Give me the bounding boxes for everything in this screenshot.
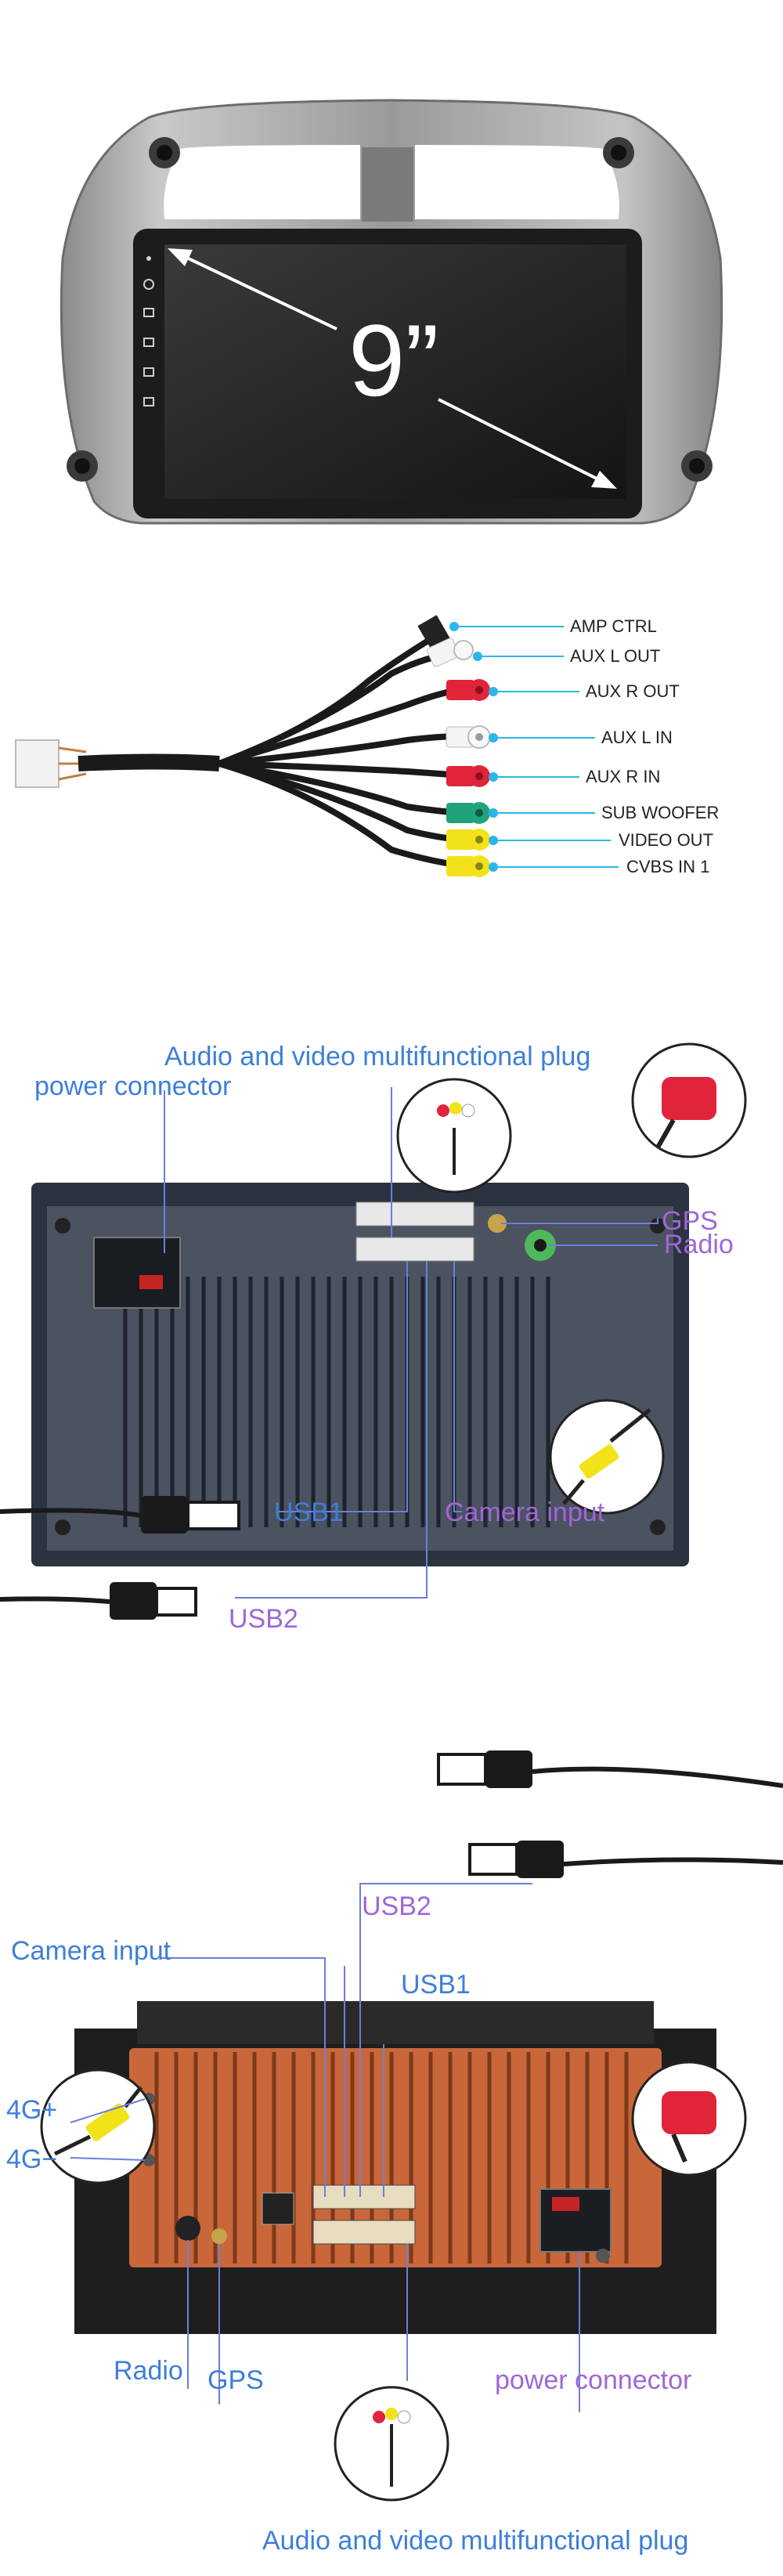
back1-radio-label: Radio bbox=[664, 1230, 734, 1259]
back2-usb2-label: USB2 bbox=[362, 1891, 431, 1921]
av-cable-section: AMP CTRL AUX L OUT AUX R OUT AUX L IN AU… bbox=[0, 595, 783, 924]
back2-4g-plus-label: 4G+ bbox=[6, 2095, 58, 2125]
back2-radio-label: Radio bbox=[114, 2356, 183, 2386]
cable-label-aux-r-out: AUX R OUT bbox=[586, 681, 680, 701]
cable-label-sub-woofer: SUB WOOFER bbox=[601, 803, 720, 822]
back1-camera-input-label: Camera input bbox=[445, 1498, 605, 1527]
cable-label-amp-ctrl: AMP CTRL bbox=[570, 616, 657, 636]
back1-usb1-label: USB1 bbox=[274, 1498, 344, 1527]
head-unit-front: 9” bbox=[0, 0, 783, 548]
back1-gps-label: GPS bbox=[662, 1206, 718, 1236]
back2-4g-minus-label: 4G− bbox=[6, 2144, 58, 2174]
cable-label-video-out: VIDEO OUT bbox=[619, 830, 714, 850]
cable-label-aux-l-out: AUX L OUT bbox=[570, 646, 661, 666]
back1-av-plug-label: Audio and video multifunctional plug bbox=[164, 1042, 591, 1071]
back1-power-connector-label: power connector bbox=[34, 1071, 232, 1101]
cable-label-aux-l-in: AUX L IN bbox=[601, 728, 673, 747]
back2-usb1-label: USB1 bbox=[401, 1970, 471, 2000]
back-view-2: USB2 Camera input USB1 4G+ 4G− Radio GPS… bbox=[0, 1731, 783, 2576]
back-view-1: Audio and video multifunctional plug pow… bbox=[0, 1042, 783, 1731]
back2-gps-label: GPS bbox=[207, 2365, 264, 2395]
cable-label-aux-r-in: AUX R IN bbox=[586, 767, 661, 786]
back2-av-plug-label: Audio and video multifunctional plug bbox=[262, 2526, 689, 2556]
back2-camera-input-label: Camera input bbox=[11, 1936, 171, 1966]
screen-size-label: 9” bbox=[348, 303, 439, 417]
back1-usb2-label: USB2 bbox=[229, 1604, 298, 1634]
cable-label-cvbs-in-1: CVBS IN 1 bbox=[626, 857, 710, 876]
back2-power-connector-label: power connector bbox=[495, 2365, 692, 2395]
